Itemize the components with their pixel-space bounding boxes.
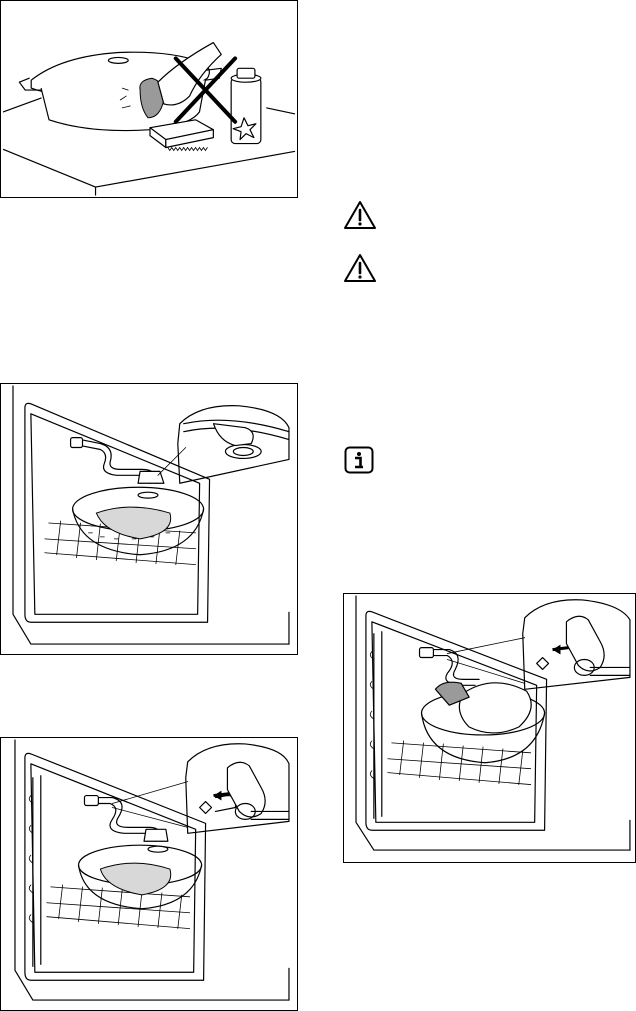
figure-cleaning-warning: [0, 0, 298, 198]
info-icon: [344, 446, 374, 474]
figure-oven-connect-left: [0, 737, 298, 1011]
spray-can: [231, 68, 261, 143]
side-rails: [29, 776, 41, 967]
warning-triangle-icon: [343, 253, 377, 283]
magnifier-inset: [158, 406, 289, 484]
oven-shelf: [47, 885, 190, 929]
oven-connect-right-illustration: [344, 594, 635, 862]
steam-pipe: [84, 796, 167, 842]
side-rails: [370, 632, 382, 819]
glass-dish: [79, 845, 202, 909]
warning-triangle-icon: [343, 200, 377, 230]
oven-dish-illustration: [1, 384, 297, 654]
magnifier-inset: [112, 744, 289, 834]
figure-oven-connect-right: [343, 593, 636, 863]
oven-connect-left-illustration: [1, 738, 297, 1010]
chicken: [459, 683, 531, 733]
cleaning-illustration: [1, 1, 297, 197]
steam-pipe: [71, 438, 164, 484]
oven-shelf: [388, 741, 531, 785]
figure-oven-dish-inset: [0, 383, 298, 655]
